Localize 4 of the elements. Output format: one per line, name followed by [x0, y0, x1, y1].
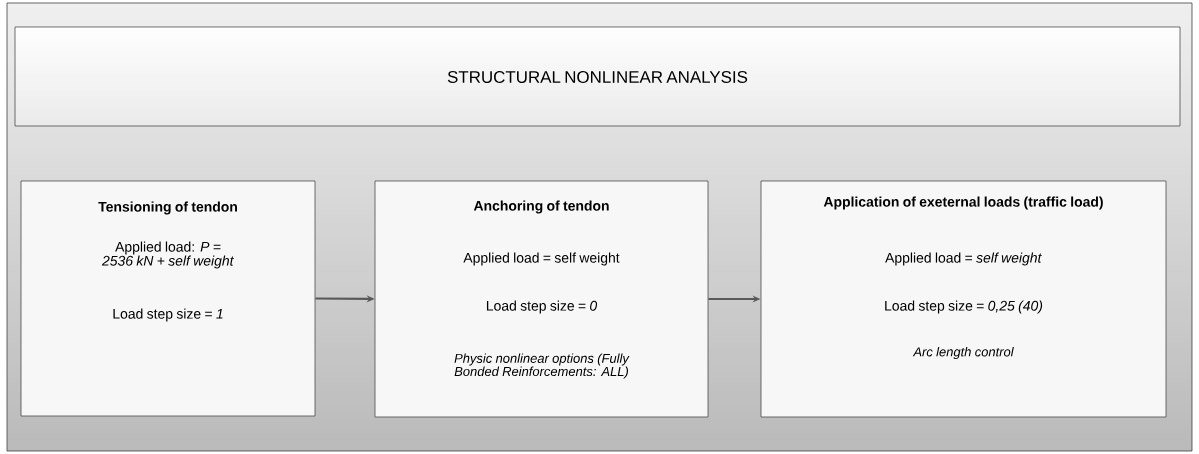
process-box: Tensioning of tendon Applied load: P = 2536 kN + self weight Load step size = 1	[20, 180, 316, 417]
process-box: Anchoring of tendon Applied load = self weight Load step size = 0 Physic nonlinear options (Fully Bonded Reinforcements: ALL)	[374, 180, 709, 418]
process-box: Application of exeternal loads (traffic load) Applied load = self weight Load step size = 0,25 (40) Arc length control	[760, 180, 1167, 418]
title-box: STRUCTURAL NONLINEAR ANALYSIS	[14, 26, 1181, 127]
